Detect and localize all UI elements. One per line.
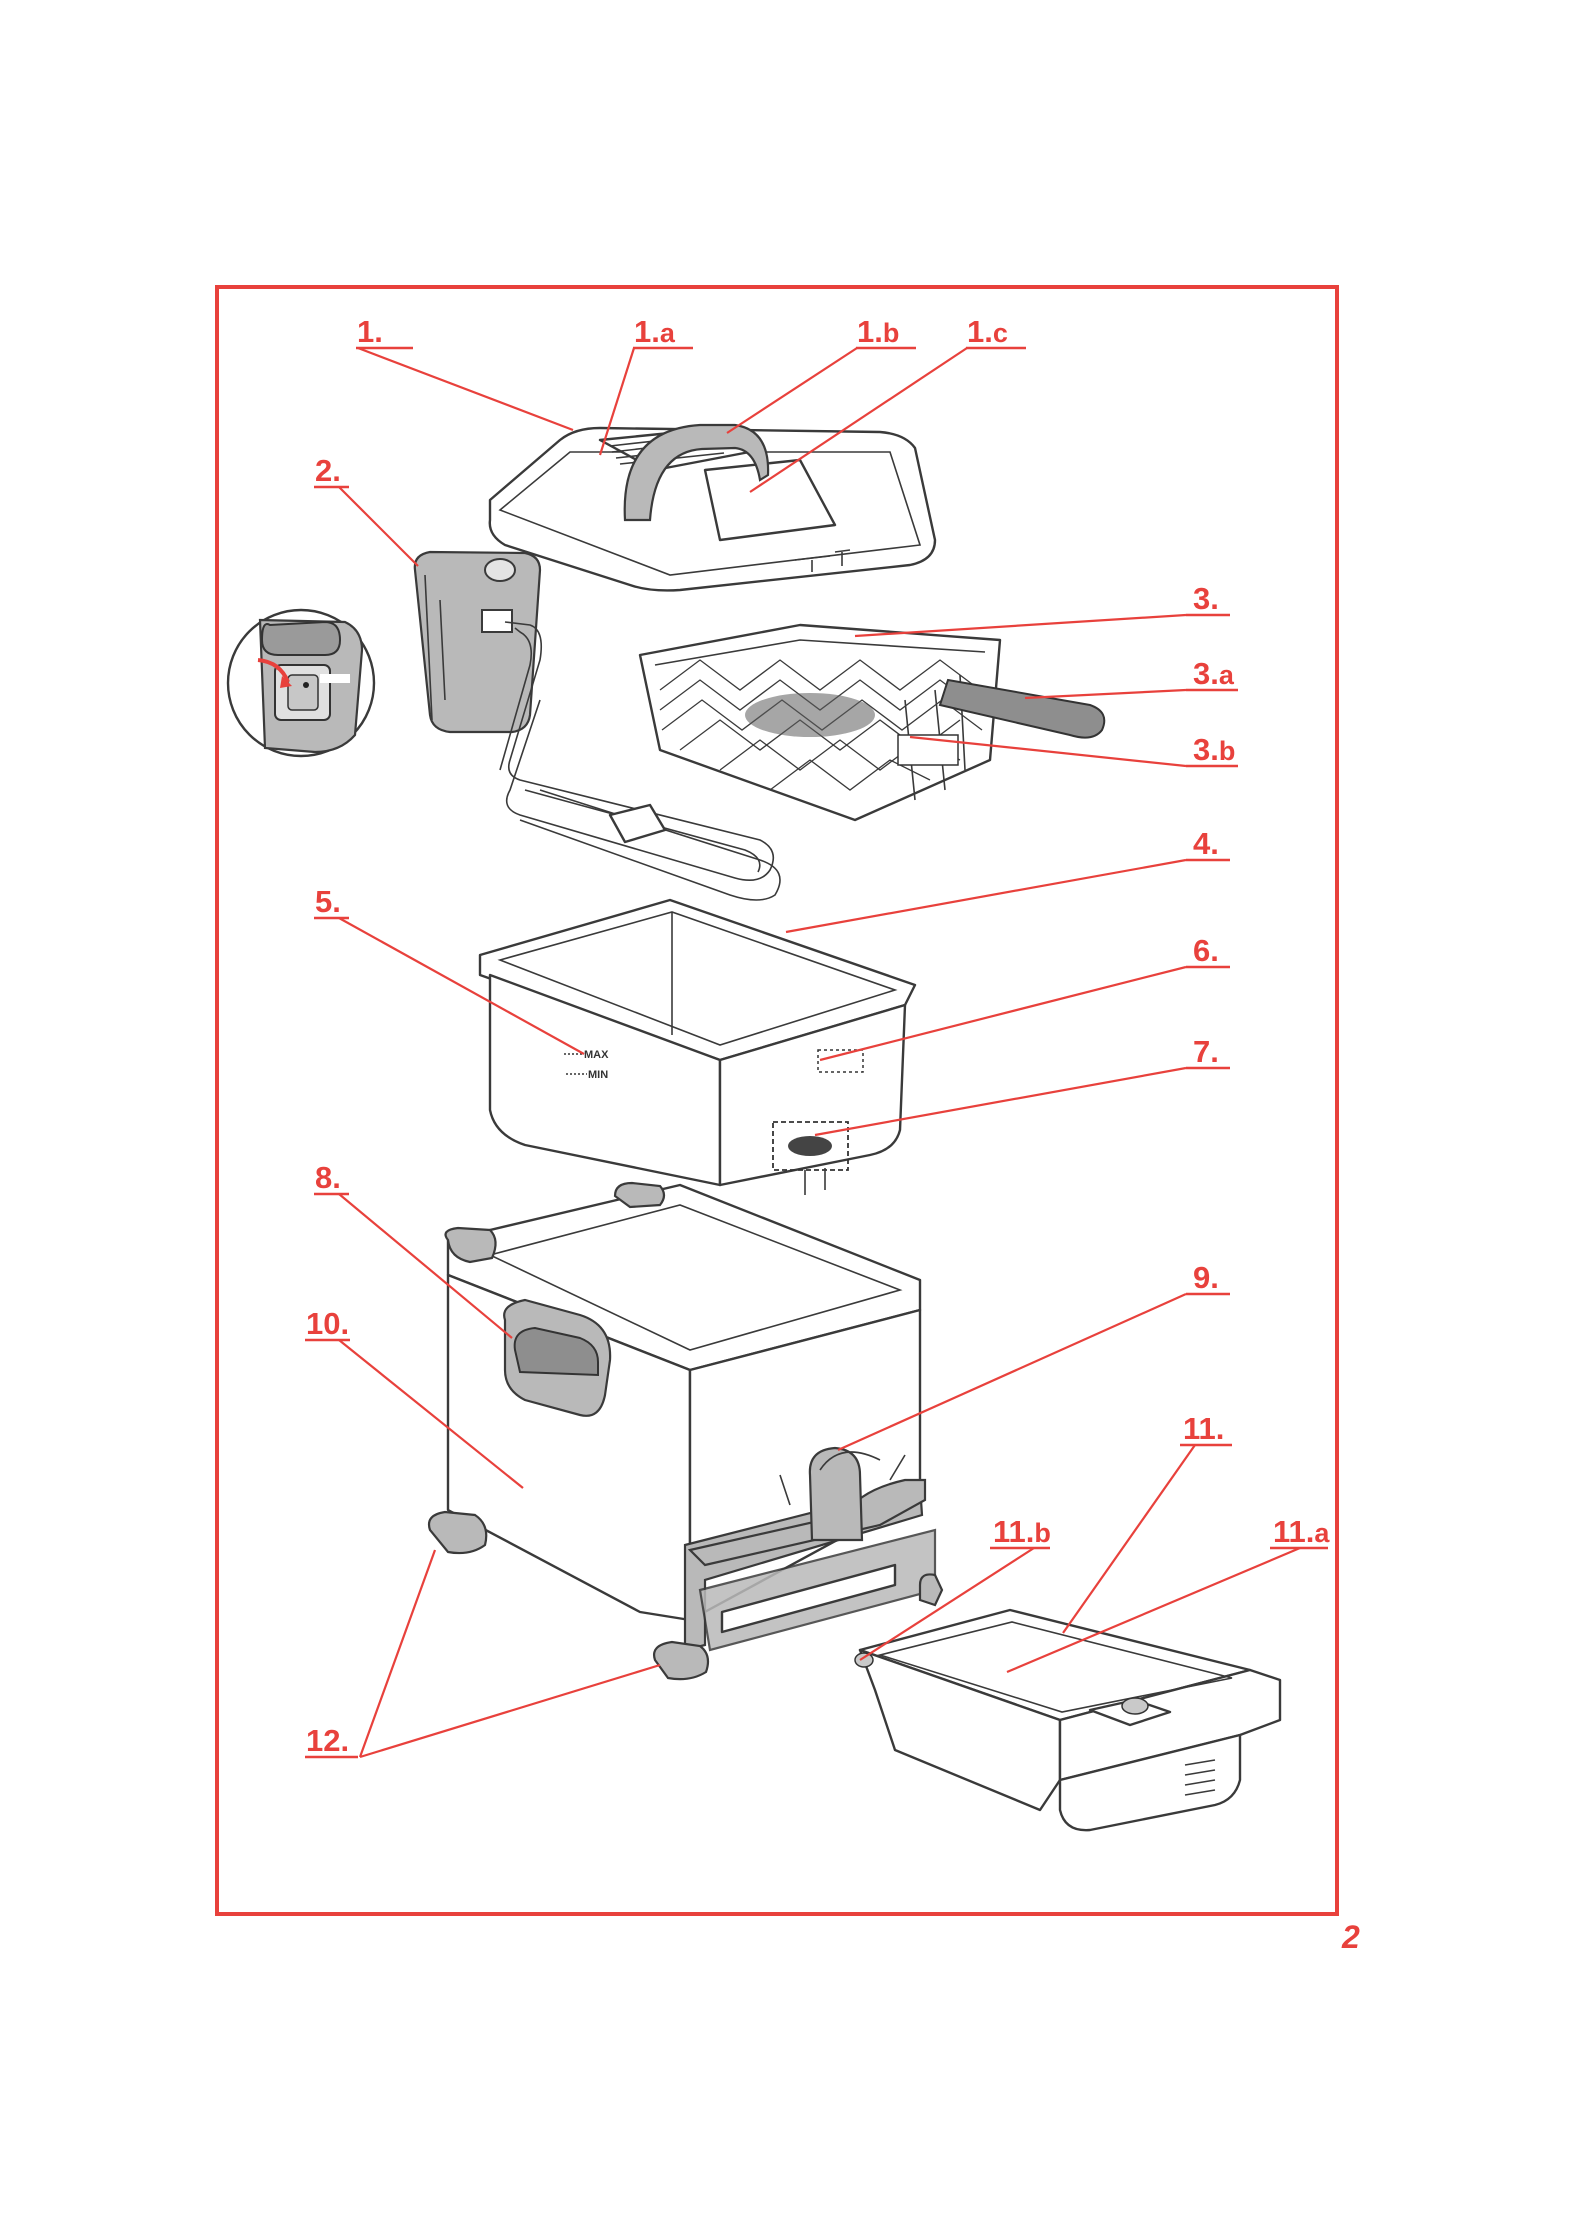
callout-3b: 3.b [1193, 732, 1235, 767]
callout-2: 2. [315, 453, 341, 488]
page-number: 2 [1341, 1919, 1360, 1955]
callout-7: 7. [1193, 1034, 1219, 1069]
frying-basket-illustration [640, 625, 1104, 820]
reset-button-inset [228, 610, 374, 756]
callout-5: 5. [315, 884, 341, 919]
callout-1b: 1.b [857, 314, 899, 349]
callout-10: 10. [306, 1306, 349, 1341]
lid-illustration [490, 425, 935, 590]
callout-6: 6. [1193, 933, 1219, 968]
callout-4: 4. [1193, 826, 1219, 861]
callout-11b: 11.b [993, 1514, 1051, 1549]
callout-12: 12. [306, 1723, 349, 1758]
callout-9: 9. [1193, 1260, 1219, 1295]
removable-bowl-illustration: MAX MIN [480, 900, 915, 1195]
callout-11a: 11.a [1273, 1514, 1330, 1549]
callout-1: 1. [357, 314, 383, 349]
callout-8: 8. [315, 1160, 341, 1195]
callout-11: 11. [1183, 1411, 1224, 1446]
filter-drawer-illustration [855, 1610, 1280, 1830]
bowl-max-mark: MAX [584, 1049, 609, 1061]
callout-1a: 1.a [634, 314, 676, 349]
bowl-min-mark: MIN [588, 1069, 608, 1081]
callout-1c: 1.c [967, 314, 1008, 349]
callout-3: 3. [1193, 581, 1219, 616]
fryer-body-illustration [429, 1183, 942, 1679]
callout-3a: 3.a [1193, 656, 1235, 691]
